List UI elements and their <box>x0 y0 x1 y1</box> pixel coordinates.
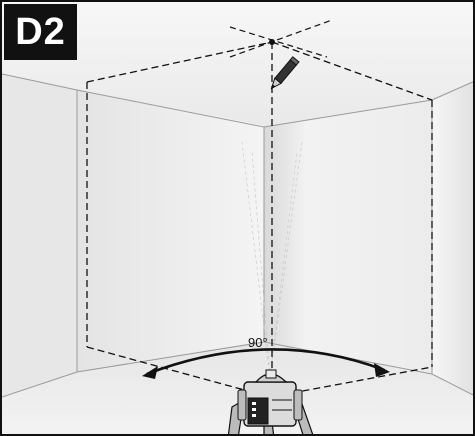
left-wall-far <box>2 74 77 397</box>
right-wall-far <box>432 81 473 395</box>
angle-label: 90° <box>248 335 268 350</box>
laser-projection-lines <box>86 41 433 398</box>
arrow-left-icon <box>142 366 158 379</box>
arrow-right-icon <box>374 363 390 377</box>
angle-arc <box>142 348 390 379</box>
left-back-wall <box>77 90 264 372</box>
cross-line-laser-device-icon <box>227 369 314 434</box>
ceiling-crosshair <box>229 19 333 58</box>
ceiling-surface <box>2 2 473 127</box>
right-back-wall <box>264 100 432 374</box>
pencil-icon <box>270 56 300 90</box>
figure-label-badge: D2 <box>4 4 77 60</box>
laser-fan-lines <box>241 141 303 378</box>
